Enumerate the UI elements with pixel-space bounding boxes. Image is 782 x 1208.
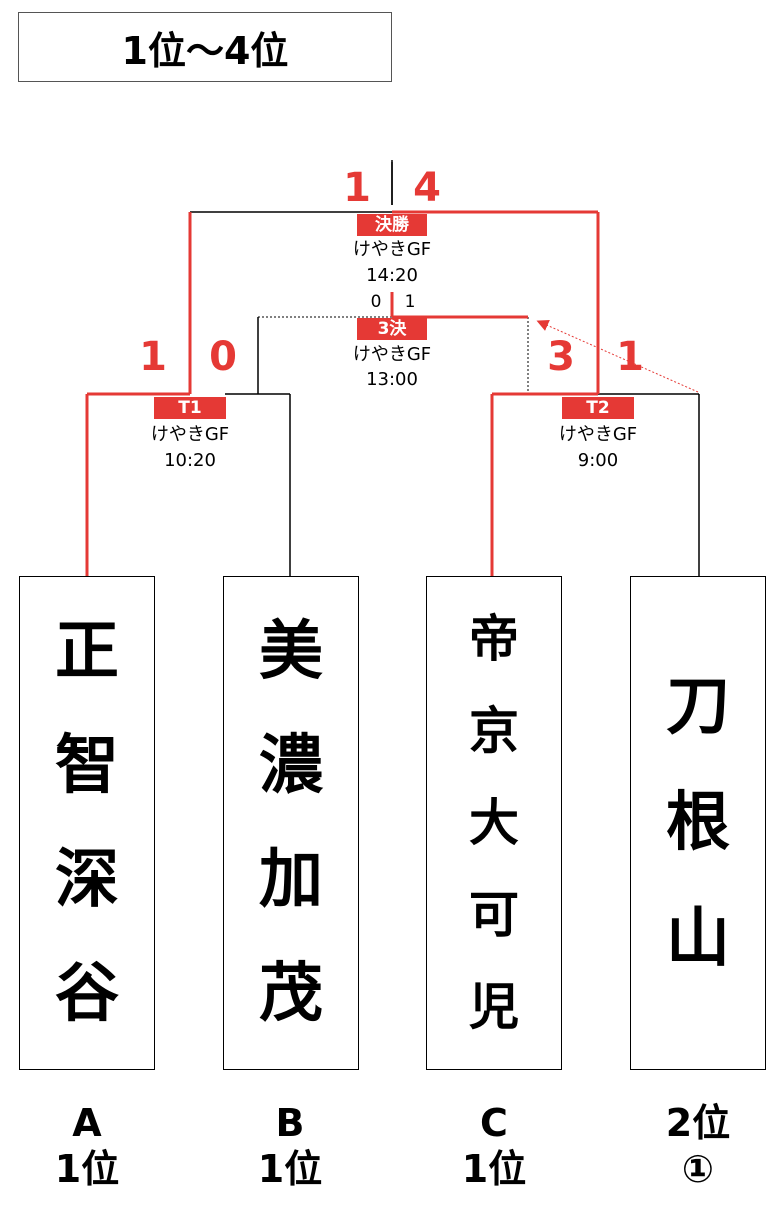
team-char: 可 bbox=[469, 886, 519, 944]
t2-tag: T2 bbox=[562, 397, 634, 419]
team-char: 茂 bbox=[259, 957, 323, 1031]
team-box-a: 正 智 深 谷 bbox=[19, 576, 155, 1070]
team-char: 加 bbox=[259, 843, 323, 917]
seed-line2: 1位 bbox=[54, 1147, 120, 1191]
team-char: 深 bbox=[55, 843, 119, 917]
seed-line2: 1位 bbox=[461, 1147, 527, 1191]
seed-line2: 1位 bbox=[257, 1147, 323, 1191]
team-char: 正 bbox=[55, 615, 119, 689]
third-score-right: 1 bbox=[404, 292, 416, 312]
team-char: 刀 bbox=[666, 670, 730, 744]
final-time: 14:20 bbox=[366, 265, 418, 286]
team-char: 京 bbox=[469, 702, 519, 760]
t2-score-right: 1 bbox=[616, 334, 644, 380]
seed-c: C 1位 bbox=[424, 1100, 564, 1192]
t2-venue: けやきGF bbox=[558, 424, 638, 445]
seed-d: 2位 ① bbox=[628, 1100, 768, 1192]
final-score-right: 4 bbox=[413, 165, 441, 211]
team-char: 美 bbox=[259, 615, 323, 689]
page-title: 1位〜4位 bbox=[18, 12, 392, 82]
t1-venue: けやきGF bbox=[150, 424, 230, 445]
seed-line1: A bbox=[72, 1101, 102, 1145]
t1-time: 10:20 bbox=[164, 450, 216, 471]
final-venue: けやきGF bbox=[352, 239, 432, 260]
team-box-c: 帝 京 大 可 児 bbox=[426, 576, 562, 1070]
seed-a: A 1位 bbox=[17, 1100, 157, 1192]
t1-score-right: 0 bbox=[209, 334, 237, 380]
team-char: 山 bbox=[666, 902, 730, 976]
team-box-b: 美 濃 加 茂 bbox=[223, 576, 359, 1070]
team-char: 智 bbox=[55, 729, 119, 803]
team-char: 帝 bbox=[469, 610, 519, 668]
team-char: 根 bbox=[666, 786, 730, 860]
third-tag: 3決 bbox=[357, 318, 427, 340]
t2-score-left: 3 bbox=[547, 334, 575, 380]
team-char: 谷 bbox=[55, 957, 119, 1031]
final-tag: 決勝 bbox=[357, 214, 427, 236]
wildcard-arrow bbox=[536, 319, 699, 393]
team-char: 大 bbox=[469, 794, 519, 852]
seed-b: B 1位 bbox=[220, 1100, 360, 1192]
seed-line1: B bbox=[275, 1101, 305, 1145]
seed-line2: ① bbox=[681, 1147, 715, 1191]
third-venue: けやきGF bbox=[352, 344, 432, 365]
final-score-left: 1 bbox=[343, 165, 371, 211]
t1-tag: T1 bbox=[154, 397, 226, 419]
team-box-d: 刀 根 山 bbox=[630, 576, 766, 1070]
team-char: 濃 bbox=[259, 729, 323, 803]
t2-time: 9:00 bbox=[577, 450, 619, 471]
team-char: 児 bbox=[469, 978, 519, 1036]
t1-score-left: 1 bbox=[139, 334, 167, 380]
seed-line1: C bbox=[480, 1101, 508, 1145]
third-time: 13:00 bbox=[366, 369, 418, 390]
seed-line1: 2位 bbox=[665, 1101, 731, 1145]
third-score-left: 0 bbox=[370, 292, 382, 312]
